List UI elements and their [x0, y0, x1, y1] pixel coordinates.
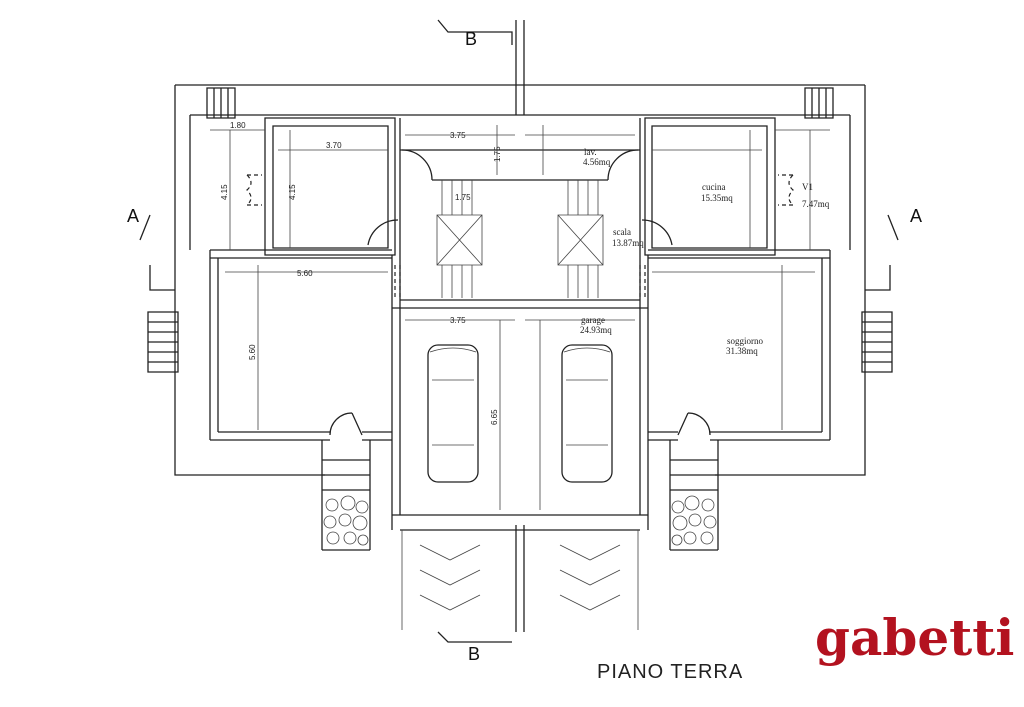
gabetti-logo: gabetti [815, 608, 1014, 667]
room-name-lav: lav. [584, 147, 597, 157]
dim-5-60-horizontal: 5.60 [297, 269, 313, 278]
dimension-labels: 1.80 3.70 3.75 1.75 4.15 4.15 1.75 5.60 … [220, 121, 502, 425]
room-area-soggiorno: 31.38mq [726, 346, 758, 356]
dim-3-75-garage: 3.75 [450, 316, 466, 325]
dim-3-70: 3.70 [326, 141, 342, 150]
room-area-v1: 7.47mq [802, 199, 830, 209]
room-name-soggiorno: soggiorno [727, 336, 764, 346]
section-label-b-bottom: B [468, 644, 480, 664]
section-label-b-top: B [465, 29, 477, 49]
room-area-cucina: 15.35mq [701, 193, 733, 203]
room-area-lav: 4.56mq [583, 157, 611, 167]
room-name-scala: scala [613, 227, 631, 237]
section-label-a-left: A [127, 206, 139, 226]
dim-4-15-a: 4.15 [220, 184, 229, 200]
room-name-cucina: cucina [702, 182, 725, 192]
room-name-garage: garage [581, 315, 605, 325]
dim-3-75-top: 3.75 [450, 131, 466, 140]
plan-title: PIANO TERRA [597, 661, 743, 683]
dim-5-60-vertical: 5.60 [248, 344, 257, 360]
dim-4-15-b: 4.15 [288, 184, 297, 200]
dim-1-75-stair: 1.75 [455, 193, 471, 202]
section-line-b: B B [437, 19, 525, 664]
section-label-a-right: A [910, 206, 922, 226]
room-name-v1: V1 [802, 182, 813, 192]
room-labels: lav. 4.56mq cucina 15.35mq V1 7.47mq sca… [580, 147, 830, 356]
dim-1-80: 1.80 [230, 121, 246, 130]
section-line-a: A A [127, 206, 922, 241]
room-area-scala: 13.87mq [612, 238, 644, 248]
dim-6-65: 6.65 [490, 409, 499, 425]
room-area-garage: 24.93mq [580, 325, 612, 335]
dim-1-75: 1.75 [493, 146, 502, 162]
